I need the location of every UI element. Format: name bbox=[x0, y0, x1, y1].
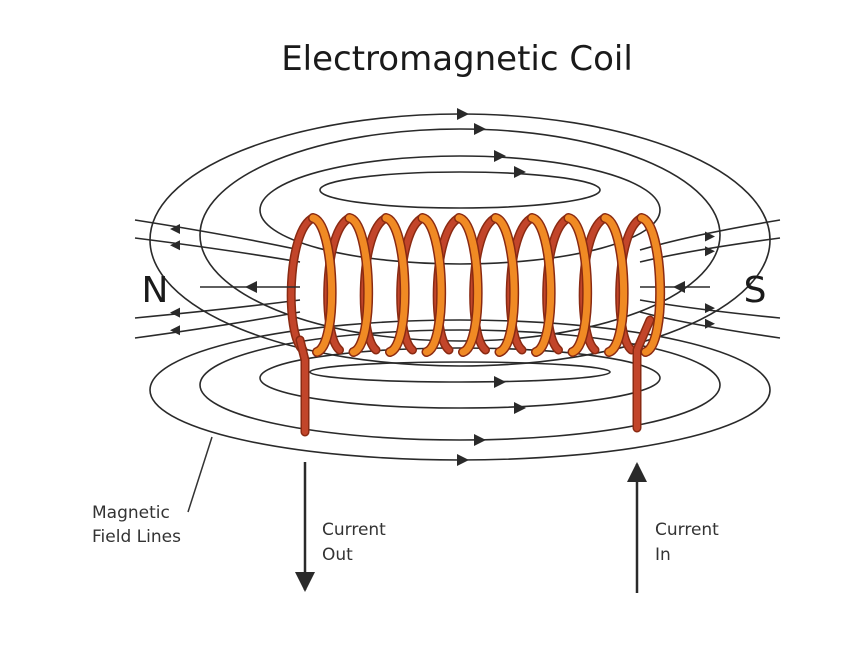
field-line-left-1 bbox=[134, 219, 301, 251]
field-arrow-right-2 bbox=[705, 246, 715, 257]
field-arrow-top-4 bbox=[514, 166, 526, 178]
field-arrow-bottom-1 bbox=[457, 454, 469, 466]
coil-front-turn-2 bbox=[346, 214, 372, 356]
field-arrow-right-3 bbox=[705, 303, 715, 314]
current-in-label-line-1: Current bbox=[655, 520, 719, 540]
lead-wire-left bbox=[297, 337, 308, 435]
coil-front-turn-5 bbox=[455, 214, 482, 356]
field-arrow-top-2 bbox=[474, 123, 486, 135]
field-arrow-right-4 bbox=[705, 318, 715, 329]
field-arrow-bottom-4 bbox=[494, 376, 506, 388]
diagram-title: Electromagnetic Coil bbox=[281, 39, 633, 79]
field-line-right-4 bbox=[639, 311, 781, 339]
coil-front-turn-7 bbox=[528, 214, 555, 356]
current-out-label-line-1: Current bbox=[322, 520, 386, 540]
field-arrow-top-3 bbox=[494, 150, 506, 162]
field-loop-bottom-3 bbox=[259, 347, 661, 409]
field-lines-label-line-2: Field Lines bbox=[92, 527, 181, 547]
field-arrow-right-1 bbox=[705, 231, 715, 242]
field-loop-bottom-4 bbox=[309, 361, 611, 383]
coil-front-turn-1 bbox=[309, 214, 336, 356]
field-loop-top-4 bbox=[319, 171, 601, 209]
coil-front-turn-4 bbox=[419, 214, 445, 356]
coil-lead-wires bbox=[295, 315, 655, 437]
field-loop-top-2 bbox=[199, 128, 721, 342]
coil-front-turn-10 bbox=[638, 214, 664, 356]
coil-front-turn-3 bbox=[382, 214, 409, 356]
field-loop-bottom-2 bbox=[199, 329, 721, 441]
field-lines-leader-line bbox=[187, 436, 213, 513]
field-line-right-3 bbox=[639, 299, 781, 319]
axis-arrow-right bbox=[673, 281, 685, 293]
field-arrow-top-1 bbox=[457, 108, 469, 120]
current-in-label-line-2: In bbox=[655, 545, 671, 565]
magnetic-field-lines bbox=[134, 108, 781, 466]
field-arrow-bottom-3 bbox=[514, 402, 526, 414]
axis-arrow-left bbox=[245, 281, 257, 293]
field-line-left-3 bbox=[134, 299, 301, 319]
current-out-label-line-2: Out bbox=[322, 545, 353, 565]
field-lines-label-line-1: Magnetic bbox=[92, 503, 170, 523]
coil-front-turn-6 bbox=[492, 214, 518, 356]
field-line-left-2 bbox=[134, 237, 301, 263]
coil-front-turn-9 bbox=[601, 214, 628, 356]
lead-wire-right bbox=[634, 317, 653, 431]
field-arrow-left-2 bbox=[170, 240, 180, 251]
field-arrow-bottom-2 bbox=[474, 434, 486, 446]
field-arrow-left-3 bbox=[170, 307, 180, 318]
field-arrow-left-4 bbox=[170, 325, 180, 336]
field-arrow-left-1 bbox=[170, 224, 180, 234]
field-line-left-4 bbox=[134, 311, 301, 339]
north-pole-label: N bbox=[142, 270, 169, 311]
axis-field-lines bbox=[200, 281, 710, 293]
coil-front-turn-8 bbox=[565, 214, 591, 356]
coil-front-windings bbox=[308, 213, 666, 357]
field-loop-top-3 bbox=[259, 155, 661, 265]
field-line-right-2 bbox=[639, 237, 781, 263]
south-pole-label: S bbox=[744, 270, 767, 311]
